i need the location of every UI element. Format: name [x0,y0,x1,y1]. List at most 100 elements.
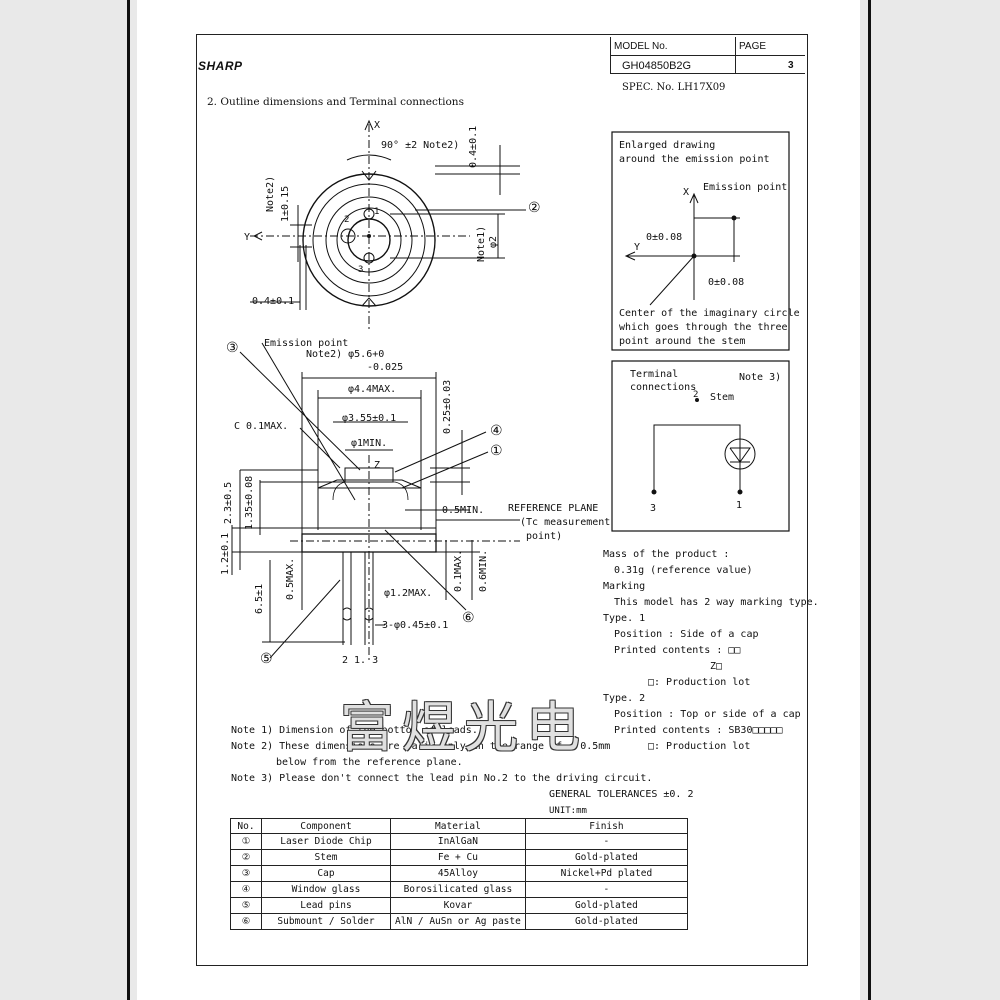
cell-component: Submount / Solder [261,913,391,930]
spec-number: SPEC. No. LH17X09 [622,82,726,93]
cell-finish: Nickel+Pd plated [524,865,689,882]
enlarged-center-2: which goes through the three [619,322,788,333]
marking-label: Marking [603,581,646,592]
cell-finish: - [524,881,689,898]
c01max: C 0.1MAX. [234,421,289,432]
pin-2-label: 2 [344,215,350,225]
enlarged-center-3: point around the stem [619,336,746,347]
enlarged-tol-y: 0±0.08 [646,232,683,243]
note1-phi2: φ2 [488,235,499,248]
dia-12max: φ1.2MAX. [384,588,433,599]
angle-label: 90° ±2 Note2) [381,140,460,151]
cell-no: ⑥ [230,913,262,930]
general-tolerances: GENERAL TOLERANCES ±0. 2 [549,789,694,800]
note-3: Note 3) Please don't connect the lead pi… [231,773,653,784]
type1-z: Z□ [710,661,723,672]
mass-value: 0.31g (reference value) [614,565,753,576]
pin-3-label: 3 [358,265,364,275]
note1-label: Note1) [476,225,487,262]
type2-label: Type. 2 [603,693,646,704]
tc-point: point) [526,531,563,542]
dim-06min: 0.6MIN. [478,549,489,592]
table-row: ④ Window glass Borosilicated glass - [230,881,689,898]
type1-lot: □: Production lot [648,677,751,688]
enlarged-x-axis: X [683,187,690,198]
model-value: GH04850B2G [622,60,692,72]
binder-line-left [127,0,130,1000]
cell-no: ① [230,833,262,850]
cell-component: Window glass [261,881,391,898]
dia-44max: φ4.4MAX. [348,384,397,395]
header-divider [610,55,805,56]
callout-4: ④ [490,423,503,439]
type1-printed: Printed contents : □□ [614,645,741,656]
cell-material: Fe + Cu [390,849,526,866]
table-row: ⑥ Submount / Solder AlN / AuSn or Ag pas… [230,913,689,930]
table-row: ① Laser Diode Chip InAlGaN - [230,833,689,850]
cell-material: 45Alloy [390,865,526,882]
dim-05max: 0.5MAX. [285,557,296,600]
type2-position: Position : Top or side of a cap [614,709,801,720]
model-label: MODEL No. [614,41,668,52]
dim-04-top: 0.4±0.1 [468,125,479,168]
callout-5: ⑤ [260,651,273,667]
cell-no: ③ [230,865,262,882]
type1-label: Type. 1 [603,613,646,624]
terminal-pin-3: 3 [650,503,657,514]
cell-component: Laser Diode Chip [261,833,391,850]
type1-position: Position : Side of a cap [614,629,759,640]
enlarged-title-1: Enlarged drawing [619,140,716,151]
table-row: ⑤ Lead pins Kovar Gold-plated [230,897,689,914]
cell-no: ④ [230,881,262,898]
dim-04-left: 0.4±0.1 [252,296,295,307]
cell-material: Borosilicated glass [390,881,526,898]
pin-order: 2 1. 3 [342,655,379,666]
cell-no: ⑤ [230,897,262,914]
cell-component: Lead pins [261,897,391,914]
components-table: No. Component Material Finish ① Laser Di… [230,818,689,930]
enlarged-y-axis: Y [634,242,641,253]
callout-6: ⑥ [462,610,475,626]
callout-2: ② [528,200,541,216]
cell-no: ② [230,849,262,866]
note-2a: Note 2) These dimensions are valid only … [231,741,611,752]
table-header-row: No. Component Material Finish [230,818,689,834]
pin-1-label: 1 [374,207,380,217]
lead-diameter: 3-φ0.45±0.1 [382,620,449,631]
terminal-note3: Note 3) [739,372,782,383]
dim-12: 1.2±0.1 [220,532,231,575]
header-vdivider [735,37,736,74]
cell-component: Stem [261,849,391,866]
emission-point-label: Emission point [264,338,349,349]
unit-label: UNIT:mm [549,806,587,816]
type2-printed: Printed contents : SB30□□□□□ [614,725,783,736]
dia-355: φ3.55±0.1 [342,413,397,424]
callout-1: ① [490,443,503,459]
dim-23: 2.3±0.5 [223,481,234,524]
y-axis-label: Y [244,232,251,243]
header-component: Component [261,818,391,834]
cell-finish: Gold-plated [524,913,689,930]
enlarged-title-2: around the emission point [619,154,770,165]
page-label: PAGE [739,41,767,52]
cell-material: AlN / AuSn or Ag paste [390,913,526,930]
dia-1min: φ1MIN. [351,438,388,449]
watermark: 富煜光电 [340,696,588,759]
dim-1-015: 1±0.15 [280,185,291,222]
terminal-title-2: connections [630,382,697,393]
dim-135: 1.35±0.08 [244,475,255,530]
table-row: ③ Cap 45Alloy Nickel+Pd plated [230,865,689,882]
table-row: ② Stem Fe + Cu Gold-plated [230,849,689,866]
section-title: 2. Outline dimensions and Terminal conne… [207,96,464,108]
enlarged-emission: Emission point [703,182,788,193]
reference-plane: REFERENCE PLANE [508,503,599,514]
z-axis-label: Z [374,460,381,471]
type2-lot: □: Production lot [648,741,751,752]
tc-measurement: (Tc measurement [520,517,611,528]
note-2b: below from the reference plane. [276,757,463,768]
binder-line-right [868,0,871,1000]
cell-finish: Gold-plated [524,897,689,914]
cell-material: InAlGaN [390,833,526,850]
cell-material: Kovar [390,897,526,914]
